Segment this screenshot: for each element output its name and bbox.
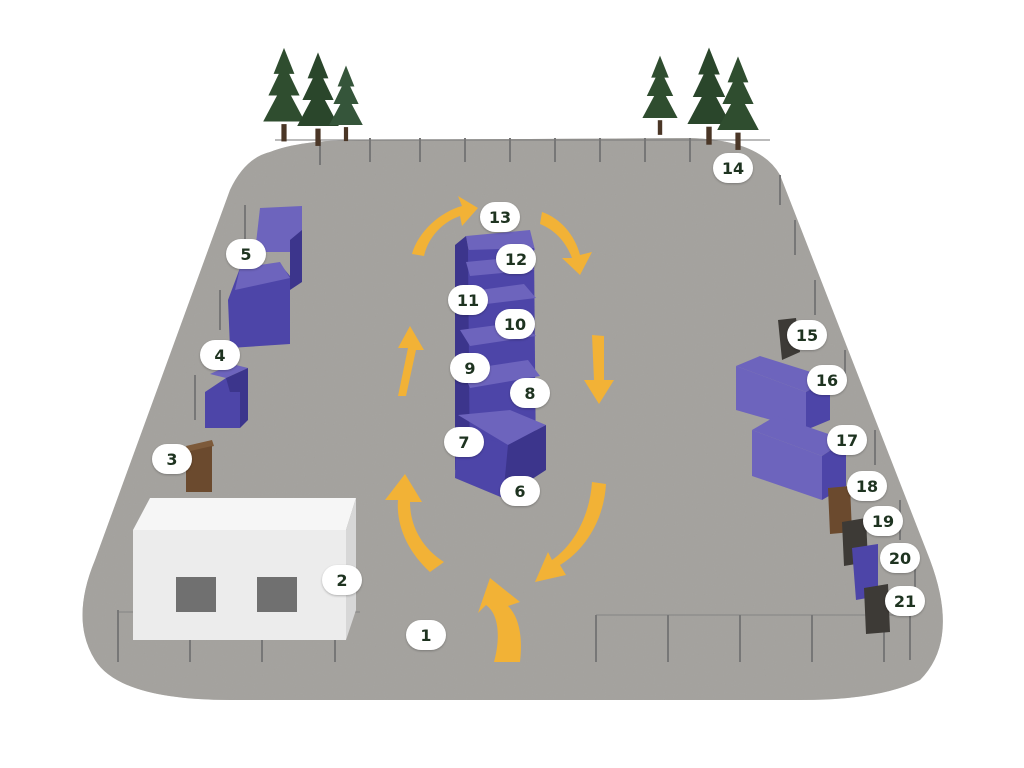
map-label-16: 16: [807, 365, 847, 395]
container-17: [752, 416, 846, 500]
arrow-up-mid: [398, 326, 424, 396]
map-label-6: 6: [500, 476, 540, 506]
map-label-12: 12: [496, 244, 536, 274]
map-label-14: 14: [713, 153, 753, 183]
trees-right: [642, 47, 759, 150]
container-5: [228, 206, 302, 348]
map-label-19: 19: [863, 506, 903, 536]
arrow-up-top: [412, 196, 478, 256]
building-window: [176, 577, 216, 612]
map-label-11: 11: [448, 285, 488, 315]
arrow-down-mid: [584, 335, 614, 404]
map-label-1: 1: [406, 620, 446, 650]
map-label-8: 8: [510, 378, 550, 408]
site-office-building: [133, 498, 356, 640]
arrow-down-right: [535, 482, 606, 582]
container-4: [205, 364, 248, 428]
map-label-18: 18: [847, 471, 887, 501]
map-label-17: 17: [827, 425, 867, 455]
arrow-down-top: [540, 212, 592, 275]
container-20: [852, 544, 878, 600]
map-label-13: 13: [480, 202, 520, 232]
bin-3: [186, 440, 214, 492]
map-label-4: 4: [200, 340, 240, 370]
trees-left: [263, 47, 363, 146]
bin-21: [864, 584, 890, 634]
map-label-21: 21: [885, 586, 925, 616]
map-label-3: 3: [152, 444, 192, 474]
map-label-10: 10: [495, 309, 535, 339]
map-label-15: 15: [787, 320, 827, 350]
arrow-up-low: [385, 474, 444, 572]
traffic-flow-arrows: [385, 196, 614, 662]
map-label-9: 9: [450, 353, 490, 383]
building-window: [257, 577, 297, 612]
map-label-7: 7: [444, 427, 484, 457]
map-label-2: 2: [322, 565, 362, 595]
map-label-5: 5: [226, 239, 266, 269]
map-label-20: 20: [880, 543, 920, 573]
arrow-entry: [478, 578, 521, 662]
